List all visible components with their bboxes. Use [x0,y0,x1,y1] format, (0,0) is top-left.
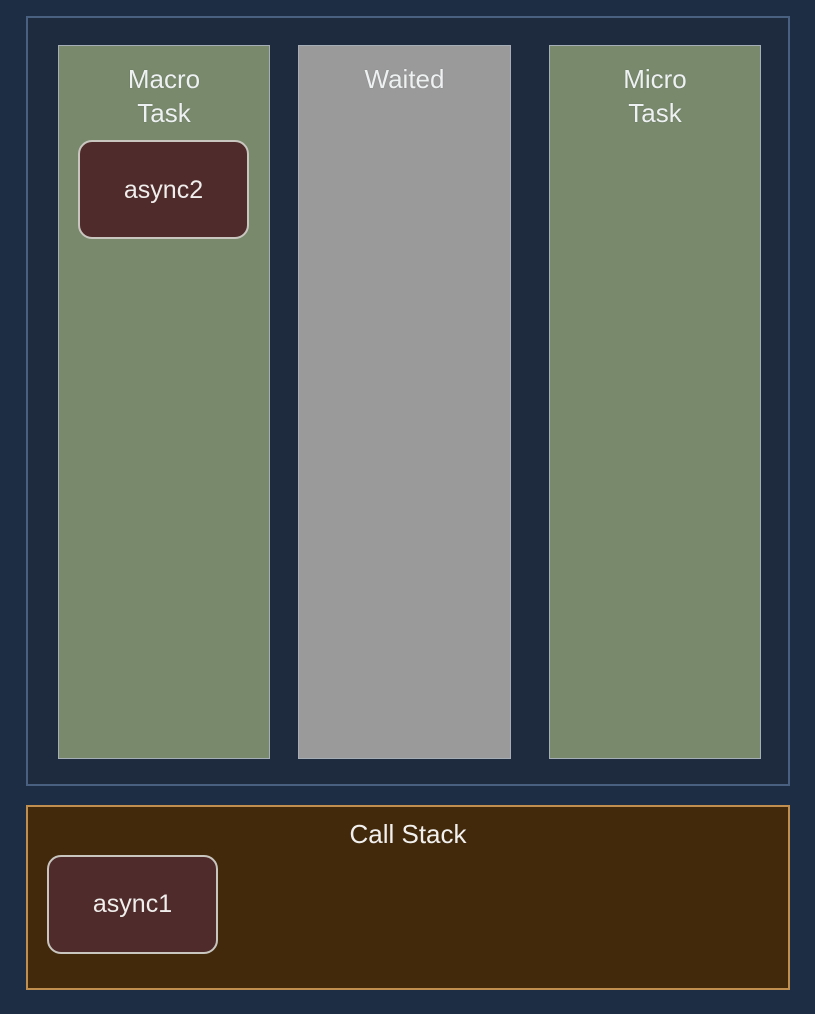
event-loop-panel: Macro Task async2 Waited Micro Task [26,16,790,786]
queue-label-micro-task: Micro Task [623,64,687,128]
call-stack-panel: Call Stack async1 [26,805,790,990]
queue-label-waited: Waited [364,64,445,94]
task-box-async2[interactable]: async2 [78,140,249,239]
queue-column-waited[interactable]: Waited [298,45,511,759]
task-box-label: async2 [123,175,204,204]
call-stack-frame-async1[interactable]: async1 [47,855,218,954]
queue-label-macro-task: Macro Task [127,64,201,128]
queue-column-macro-task[interactable]: Macro Task async2 [58,45,270,759]
call-stack-title: Call Stack [349,819,467,849]
call-stack-frame-label: async1 [92,890,173,918]
queue-column-micro-task[interactable]: Micro Task [549,45,761,759]
